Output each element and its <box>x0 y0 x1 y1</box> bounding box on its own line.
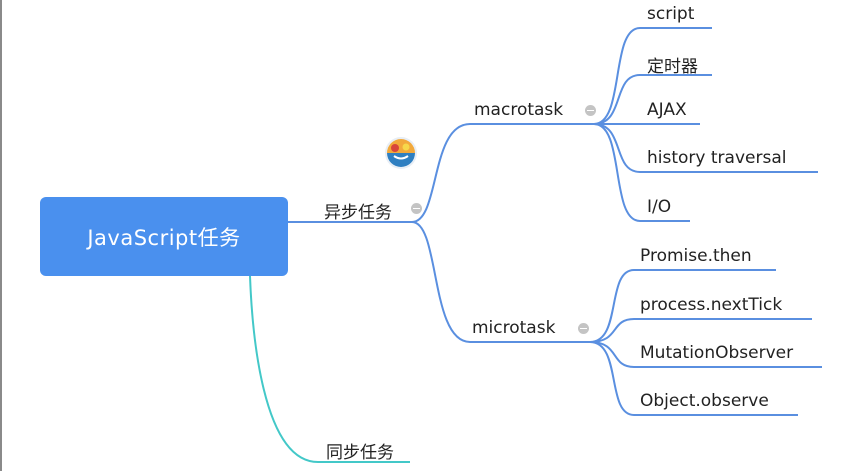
node-macrotask[interactable]: macrotask <box>474 100 563 120</box>
connector-macro-5 <box>593 123 641 222</box>
root-node[interactable]: JavaScript任务 <box>40 197 288 276</box>
collapse-icon[interactable] <box>411 203 422 214</box>
node-sync-label: 同步任务 <box>326 443 394 463</box>
leaf-label: 定时器 <box>647 57 698 77</box>
node-macrotask-label: macrotask <box>474 100 564 120</box>
node-microtask-label: microtask <box>472 318 556 338</box>
leaf-macrotask[interactable]: AJAX <box>647 100 687 120</box>
leaf-label: Object.observe <box>640 391 769 411</box>
node-microtask[interactable]: microtask <box>472 318 555 338</box>
collapse-icon[interactable] <box>585 105 596 116</box>
leaf-macrotask[interactable]: I/O <box>647 197 671 217</box>
node-sync[interactable]: 同步任务 <box>326 438 394 463</box>
connector-async-microtask <box>411 221 471 343</box>
leaf-microtask[interactable]: MutationObserver <box>640 343 793 363</box>
node-async-label: 异步任务 <box>324 203 392 223</box>
window-left-border <box>0 0 2 471</box>
connector-micro-4 <box>589 341 635 416</box>
connector-macro-2 <box>593 74 641 125</box>
connector-macro-4 <box>593 123 641 173</box>
connector-macro-1 <box>593 27 641 125</box>
leaf-microtask[interactable]: process.nextTick <box>640 295 782 315</box>
root-label: JavaScript任务 <box>87 225 241 250</box>
leaf-label: I/O <box>647 197 672 217</box>
connector-async-macrotask <box>411 123 471 223</box>
leaf-label: history traversal <box>647 148 787 168</box>
connector-micro-3 <box>589 341 635 368</box>
leaf-macrotask[interactable]: 定时器 <box>647 52 698 77</box>
leaf-macrotask[interactable]: script <box>647 4 694 24</box>
leaf-label: AJAX <box>647 100 687 120</box>
collapse-icon[interactable] <box>578 323 589 334</box>
leaf-macrotask[interactable]: history traversal <box>647 148 786 168</box>
leaf-microtask[interactable]: Object.observe <box>640 391 769 411</box>
connector-root-sync <box>249 275 319 463</box>
leaf-label: MutationObserver <box>640 343 794 363</box>
leaf-microtask[interactable]: Promise.then <box>640 246 752 266</box>
node-async[interactable]: 异步任务 <box>324 198 392 223</box>
leaf-label: script <box>647 4 695 24</box>
leaf-label: Promise.then <box>640 246 752 266</box>
connector-micro-2 <box>589 318 635 343</box>
leaf-label: process.nextTick <box>640 295 783 315</box>
sticker-icon <box>385 137 417 169</box>
connector-micro-1 <box>589 269 635 343</box>
